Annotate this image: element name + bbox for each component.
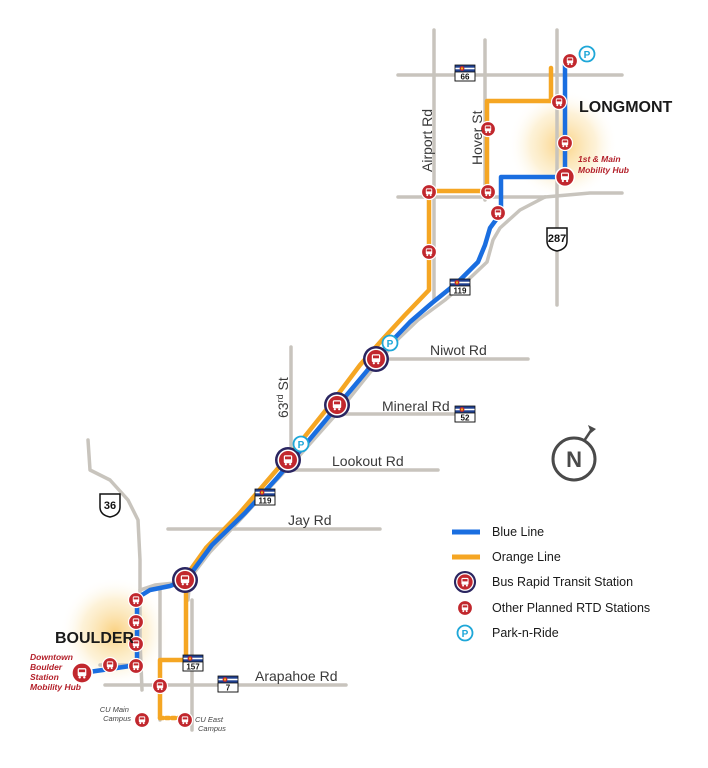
longmont-label: LONGMONT: [579, 99, 673, 116]
svg-text:P: P: [298, 440, 305, 451]
co-119-shield-south: 119: [254, 488, 276, 506]
cu-main-campus-label: CU Main Campus: [100, 705, 132, 723]
63rd-st-label: 63rd St: [275, 377, 291, 418]
svg-text:287: 287: [548, 233, 566, 245]
blue-line: [79, 57, 568, 676]
svg-text:157: 157: [186, 663, 200, 672]
svg-text:Bus Rapid Transit Station: Bus Rapid Transit Station: [492, 575, 633, 589]
svg-text:P: P: [387, 339, 394, 350]
boulder-label: BOULDER: [55, 630, 135, 647]
longmont-hub-label: 1st & Main Mobility Hub: [578, 154, 629, 175]
us-36-shield: 36: [99, 493, 121, 518]
boulder-hub-label: Downtown Boulder Station Mobility Hub: [30, 652, 81, 692]
legend-orange-line: Orange Line: [452, 550, 561, 564]
hover-st-label: Hover St: [469, 110, 485, 165]
co-157-shield: 157: [182, 654, 204, 672]
park-n-ride-niwot: P: [381, 334, 399, 352]
svg-text:P: P: [584, 50, 591, 61]
longmont-hub-station-icon: [554, 166, 576, 188]
svg-text:119: 119: [454, 287, 467, 296]
svg-text:N: N: [566, 447, 582, 472]
arapahoe-rd-label: Arapahoe Rd: [255, 668, 338, 684]
co-52-shield: 52: [454, 405, 476, 423]
cu-east-campus-label: CU East Campus: [195, 715, 226, 733]
svg-text:52: 52: [461, 414, 470, 423]
co-119-shield-north: 119: [449, 278, 471, 296]
legend-brt-station: Bus Rapid Transit Station: [453, 570, 633, 594]
jay-rd-label: Jay Rd: [288, 512, 332, 528]
north-arrow-icon: N: [551, 425, 597, 482]
svg-text:Park-n-Ride: Park-n-Ride: [492, 626, 559, 640]
park-n-ride-63rd: P: [292, 435, 310, 453]
legend-blue-line: Blue Line: [452, 525, 544, 539]
svg-text:Other Planned RTD Stations: Other Planned RTD Stations: [492, 601, 650, 615]
us-287-shield: 287: [546, 227, 568, 252]
mineral-rd-label: Mineral Rd: [382, 398, 450, 414]
svg-text:119: 119: [259, 497, 272, 506]
lookout-rd-label: Lookout Rd: [332, 453, 404, 469]
boulder-hub-station-icon: [71, 662, 93, 684]
svg-text:36: 36: [104, 500, 116, 512]
svg-text:Blue Line: Blue Line: [492, 525, 544, 539]
svg-text:P: P: [462, 629, 469, 640]
co-66-shield: 66: [454, 64, 476, 82]
legend-other-station: Other Planned RTD Stations: [456, 599, 650, 617]
svg-text:7: 7: [226, 684, 231, 693]
legend: Blue Line Orange Line Bus Rapid Transit …: [452, 525, 650, 642]
niwot-rd-label: Niwot Rd: [430, 342, 487, 358]
svg-text:66: 66: [461, 73, 470, 82]
legend-park-n-ride: P Park-n-Ride: [456, 624, 559, 642]
airport-rd-label: Airport Rd: [419, 109, 435, 172]
co-7-shield: 7: [217, 675, 239, 693]
svg-text:Orange Line: Orange Line: [492, 550, 561, 564]
park-n-ride-top: P: [578, 45, 596, 63]
